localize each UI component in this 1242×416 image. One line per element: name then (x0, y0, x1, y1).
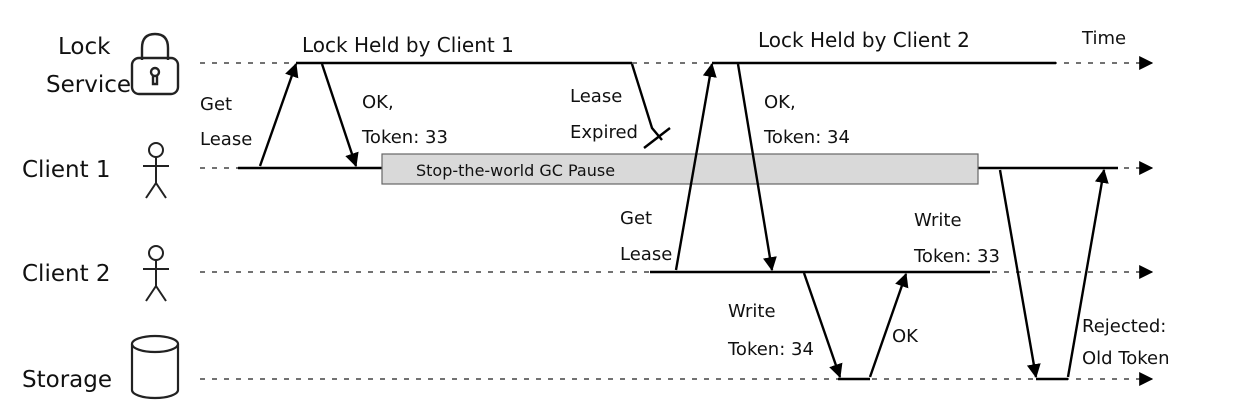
storage-label: Storage (22, 367, 112, 393)
gc-pause-label: Stop-the-world GC Pause (416, 161, 615, 180)
client2-label: Client 2 (22, 261, 111, 287)
write-token33-label-line2: Token: 33 (913, 246, 1000, 267)
ok-token33-label-line1: OK, (362, 92, 394, 113)
write-token34-arrow (802, 272, 843, 379)
write-token34-label-line1: Write (728, 301, 776, 322)
time-label: Time (1081, 28, 1126, 49)
rejected-label-line2: Old Token (1082, 348, 1170, 369)
database-cylinder-icon (130, 334, 180, 400)
client1-get-lease-label-line1: Get (200, 94, 232, 115)
write-token34-label-line2: Token: 34 (727, 339, 814, 360)
write-token33-arrow (998, 169, 1041, 379)
rejected-label-line1: Rejected: (1082, 316, 1166, 337)
client1-person-icon (143, 142, 169, 199)
gc-pause-box (381, 153, 979, 185)
active-segments (238, 61, 1118, 381)
padlock-icon (130, 32, 180, 96)
lease-expired-label-line2: Expired (570, 122, 638, 143)
message-arrows (258, 62, 1109, 379)
client2-get-lease-label-line1: Get (620, 208, 652, 229)
ok-token33-label-line2: Token: 33 (361, 127, 448, 148)
lock-service-label-line1: Lock (58, 34, 111, 60)
client2-get-lease-arrow (674, 62, 717, 271)
client1-get-lease-label-line2: Lease (200, 129, 252, 150)
lock-service-label-line2: Service (46, 72, 131, 98)
lease-expired-cross (643, 127, 671, 149)
lock-held-client2-label: Lock Held by Client 2 (758, 28, 970, 52)
client2-person-icon (143, 245, 169, 302)
write-token33-label-line1: Write (914, 210, 962, 231)
rejected-old-token-arrow (1066, 168, 1109, 378)
client1-label: Client 1 (22, 157, 111, 183)
ok-storage-arrow (868, 272, 909, 378)
ok-token34-arrow (736, 63, 777, 272)
ok-storage-label: OK (892, 326, 919, 347)
lock-held-client1-label: Lock Held by Client 1 (302, 33, 514, 57)
ok-token33-arrow (320, 63, 359, 168)
client1-get-lease-arrow (258, 62, 299, 167)
client2-get-lease-label-line2: Lease (620, 244, 672, 265)
lease-expired-label-line1: Lease (570, 86, 622, 107)
ok-token34-label-line2: Token: 34 (763, 127, 850, 148)
ok-token34-label-line1: OK, (764, 92, 796, 113)
